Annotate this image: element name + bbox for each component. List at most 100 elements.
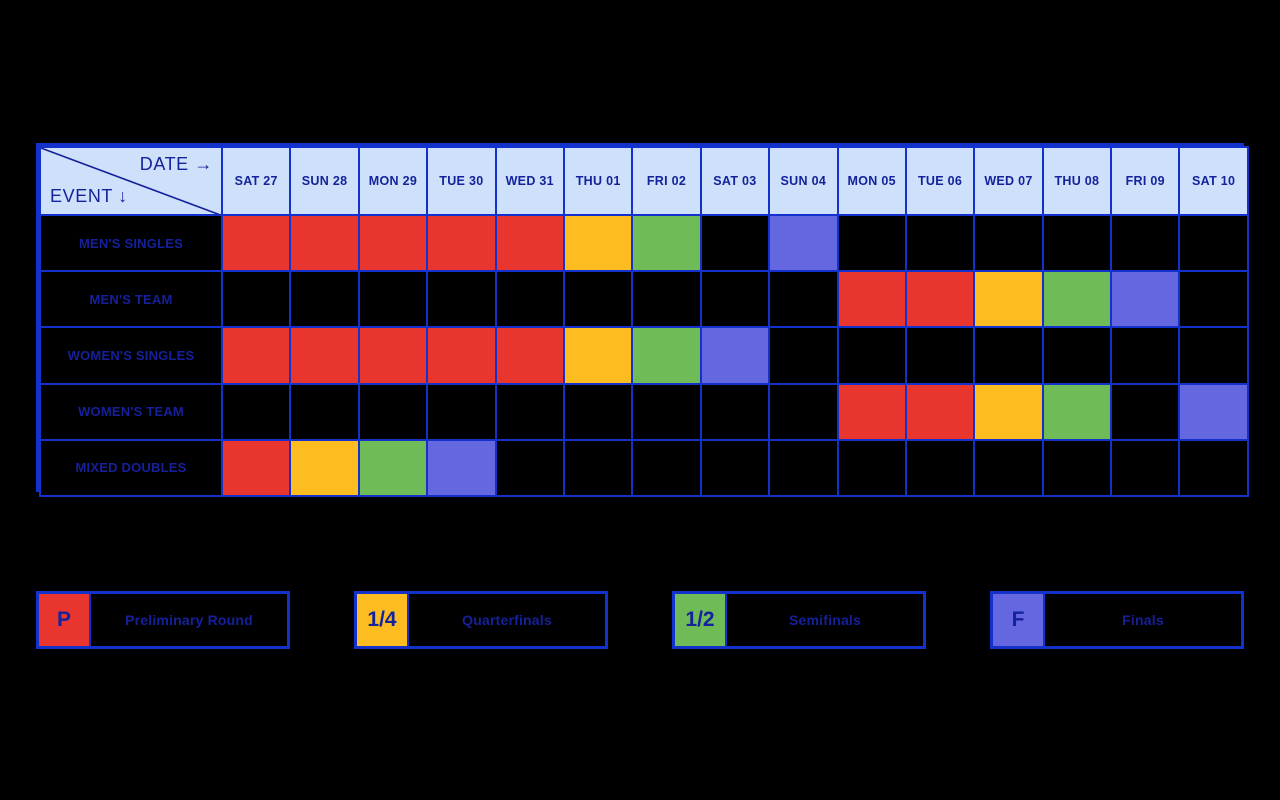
column-header-day: SAT 03 [699,146,771,216]
column-header-day: THU 08 [1041,146,1113,216]
row-label-event: MEN'S TEAM [39,270,223,329]
schedule-cell-empty[interactable] [768,270,839,329]
legend-item-quarterfinals[interactable]: 1/4 Quarterfinals [354,591,608,649]
schedule-cell-P[interactable] [904,382,976,441]
schedule-cell-empty[interactable] [494,438,565,497]
schedule-cell-empty[interactable] [289,382,360,441]
schedule-cell-P[interactable] [289,326,360,385]
schedule-cell-empty[interactable] [699,270,771,329]
schedule-cell-empty[interactable] [1110,438,1181,497]
column-header-day: WED 31 [494,146,565,216]
legend: P Preliminary Round 1/4 Quarterfinals 1/… [36,591,1244,649]
schedule-cell-empty[interactable] [1110,326,1181,385]
schedule-cell-empty[interactable] [426,382,497,441]
schedule-cell-empty[interactable] [904,213,976,273]
column-header-day: SUN 28 [289,146,360,216]
column-header-day: TUE 06 [904,146,976,216]
schedule-cell-Q[interactable] [973,270,1044,329]
schedule-cell-empty[interactable] [426,270,497,329]
schedule-cell-P[interactable] [836,382,907,441]
schedule-cell-empty[interactable] [1178,438,1249,497]
column-header-day: FRI 09 [1110,146,1181,216]
schedule-cell-S[interactable] [357,438,429,497]
schedule-cell-P[interactable] [494,326,565,385]
schedule-cell-empty[interactable] [1041,438,1113,497]
schedule-cell-empty[interactable] [289,270,360,329]
schedule-cell-S[interactable] [1041,270,1113,329]
schedule-cell-Q[interactable] [562,213,634,273]
column-header-day: MON 05 [836,146,907,216]
schedule-cell-empty[interactable] [562,270,634,329]
schedule-cell-empty[interactable] [1110,382,1181,441]
table-row: MIXED DOUBLES [39,438,1249,497]
schedule-cell-empty[interactable] [1178,326,1249,385]
schedule-cell-empty[interactable] [1041,213,1113,273]
schedule-cell-empty[interactable] [973,326,1044,385]
schedule-cell-P[interactable] [220,438,292,497]
schedule-cell-empty[interactable] [220,270,292,329]
schedule-cell-empty[interactable] [904,326,976,385]
row-label-event: MEN'S SINGLES [39,213,223,273]
schedule-cell-empty[interactable] [631,382,702,441]
schedule-cell-F[interactable] [699,326,771,385]
schedule-cell-empty[interactable] [357,382,429,441]
schedule-cell-empty[interactable] [768,382,839,441]
schedule-cell-empty[interactable] [494,270,565,329]
schedule-cell-P[interactable] [426,326,497,385]
schedule-cell-P[interactable] [836,270,907,329]
schedule-cell-Q[interactable] [973,382,1044,441]
schedule-cell-P[interactable] [904,270,976,329]
schedule-cell-empty[interactable] [836,326,907,385]
legend-label-semifinals: Semifinals [727,594,923,646]
legend-item-semifinals[interactable]: 1/2 Semifinals [672,591,926,649]
column-header-day: TUE 30 [426,146,497,216]
schedule-cell-S[interactable] [1041,382,1113,441]
schedule-cell-empty[interactable] [768,326,839,385]
column-header-day: FRI 02 [631,146,702,216]
grid-header: DATE → EVENT ↓ SAT 27 SUN 28 MON 29 TUE … [39,146,1249,216]
schedule-cell-empty[interactable] [562,382,634,441]
schedule-cell-F[interactable] [768,213,839,273]
schedule-cell-Q[interactable] [289,438,360,497]
schedule-cell-empty[interactable] [973,438,1044,497]
schedule-cell-P[interactable] [220,213,292,273]
header-row: DATE → EVENT ↓ SAT 27 SUN 28 MON 29 TUE … [39,146,1249,216]
schedule-cell-empty[interactable] [699,438,771,497]
schedule-cell-empty[interactable] [699,382,771,441]
schedule-cell-empty[interactable] [631,270,702,329]
schedule-cell-empty[interactable] [1110,213,1181,273]
legend-item-finals[interactable]: F Finals [990,591,1244,649]
schedule-cell-empty[interactable] [562,438,634,497]
schedule-cell-empty[interactable] [973,213,1044,273]
schedule-cell-empty[interactable] [631,438,702,497]
schedule-cell-S[interactable] [631,213,702,273]
schedule-cell-P[interactable] [289,213,360,273]
schedule-cell-F[interactable] [1110,270,1181,329]
schedule-cell-empty[interactable] [1041,326,1113,385]
schedule-cell-empty[interactable] [904,438,976,497]
schedule-cell-P[interactable] [220,326,292,385]
schedule-cell-Q[interactable] [562,326,634,385]
schedule-cell-empty[interactable] [494,382,565,441]
schedule-cell-empty[interactable] [220,382,292,441]
column-header-day: SAT 10 [1178,146,1249,216]
legend-item-preliminary[interactable]: P Preliminary Round [36,591,290,649]
schedule-cell-empty[interactable] [836,213,907,273]
schedule-cell-empty[interactable] [357,270,429,329]
schedule-cell-S[interactable] [631,326,702,385]
schedule-cell-P[interactable] [357,213,429,273]
table-row: WOMEN'S SINGLES [39,326,1249,385]
schedule-cell-P[interactable] [426,213,497,273]
schedule-cell-F[interactable] [1178,382,1249,441]
table-row: MEN'S TEAM [39,270,1249,329]
schedule-table: DATE → EVENT ↓ SAT 27 SUN 28 MON 29 TUE … [36,143,1249,497]
schedule-cell-empty[interactable] [1178,270,1249,329]
schedule-cell-empty[interactable] [768,438,839,497]
schedule-cell-empty[interactable] [836,438,907,497]
schedule-cell-F[interactable] [426,438,497,497]
corner-axis-header: DATE → EVENT ↓ [39,146,223,216]
schedule-cell-empty[interactable] [1178,213,1249,273]
schedule-cell-empty[interactable] [699,213,771,273]
schedule-cell-P[interactable] [357,326,429,385]
schedule-cell-P[interactable] [494,213,565,273]
